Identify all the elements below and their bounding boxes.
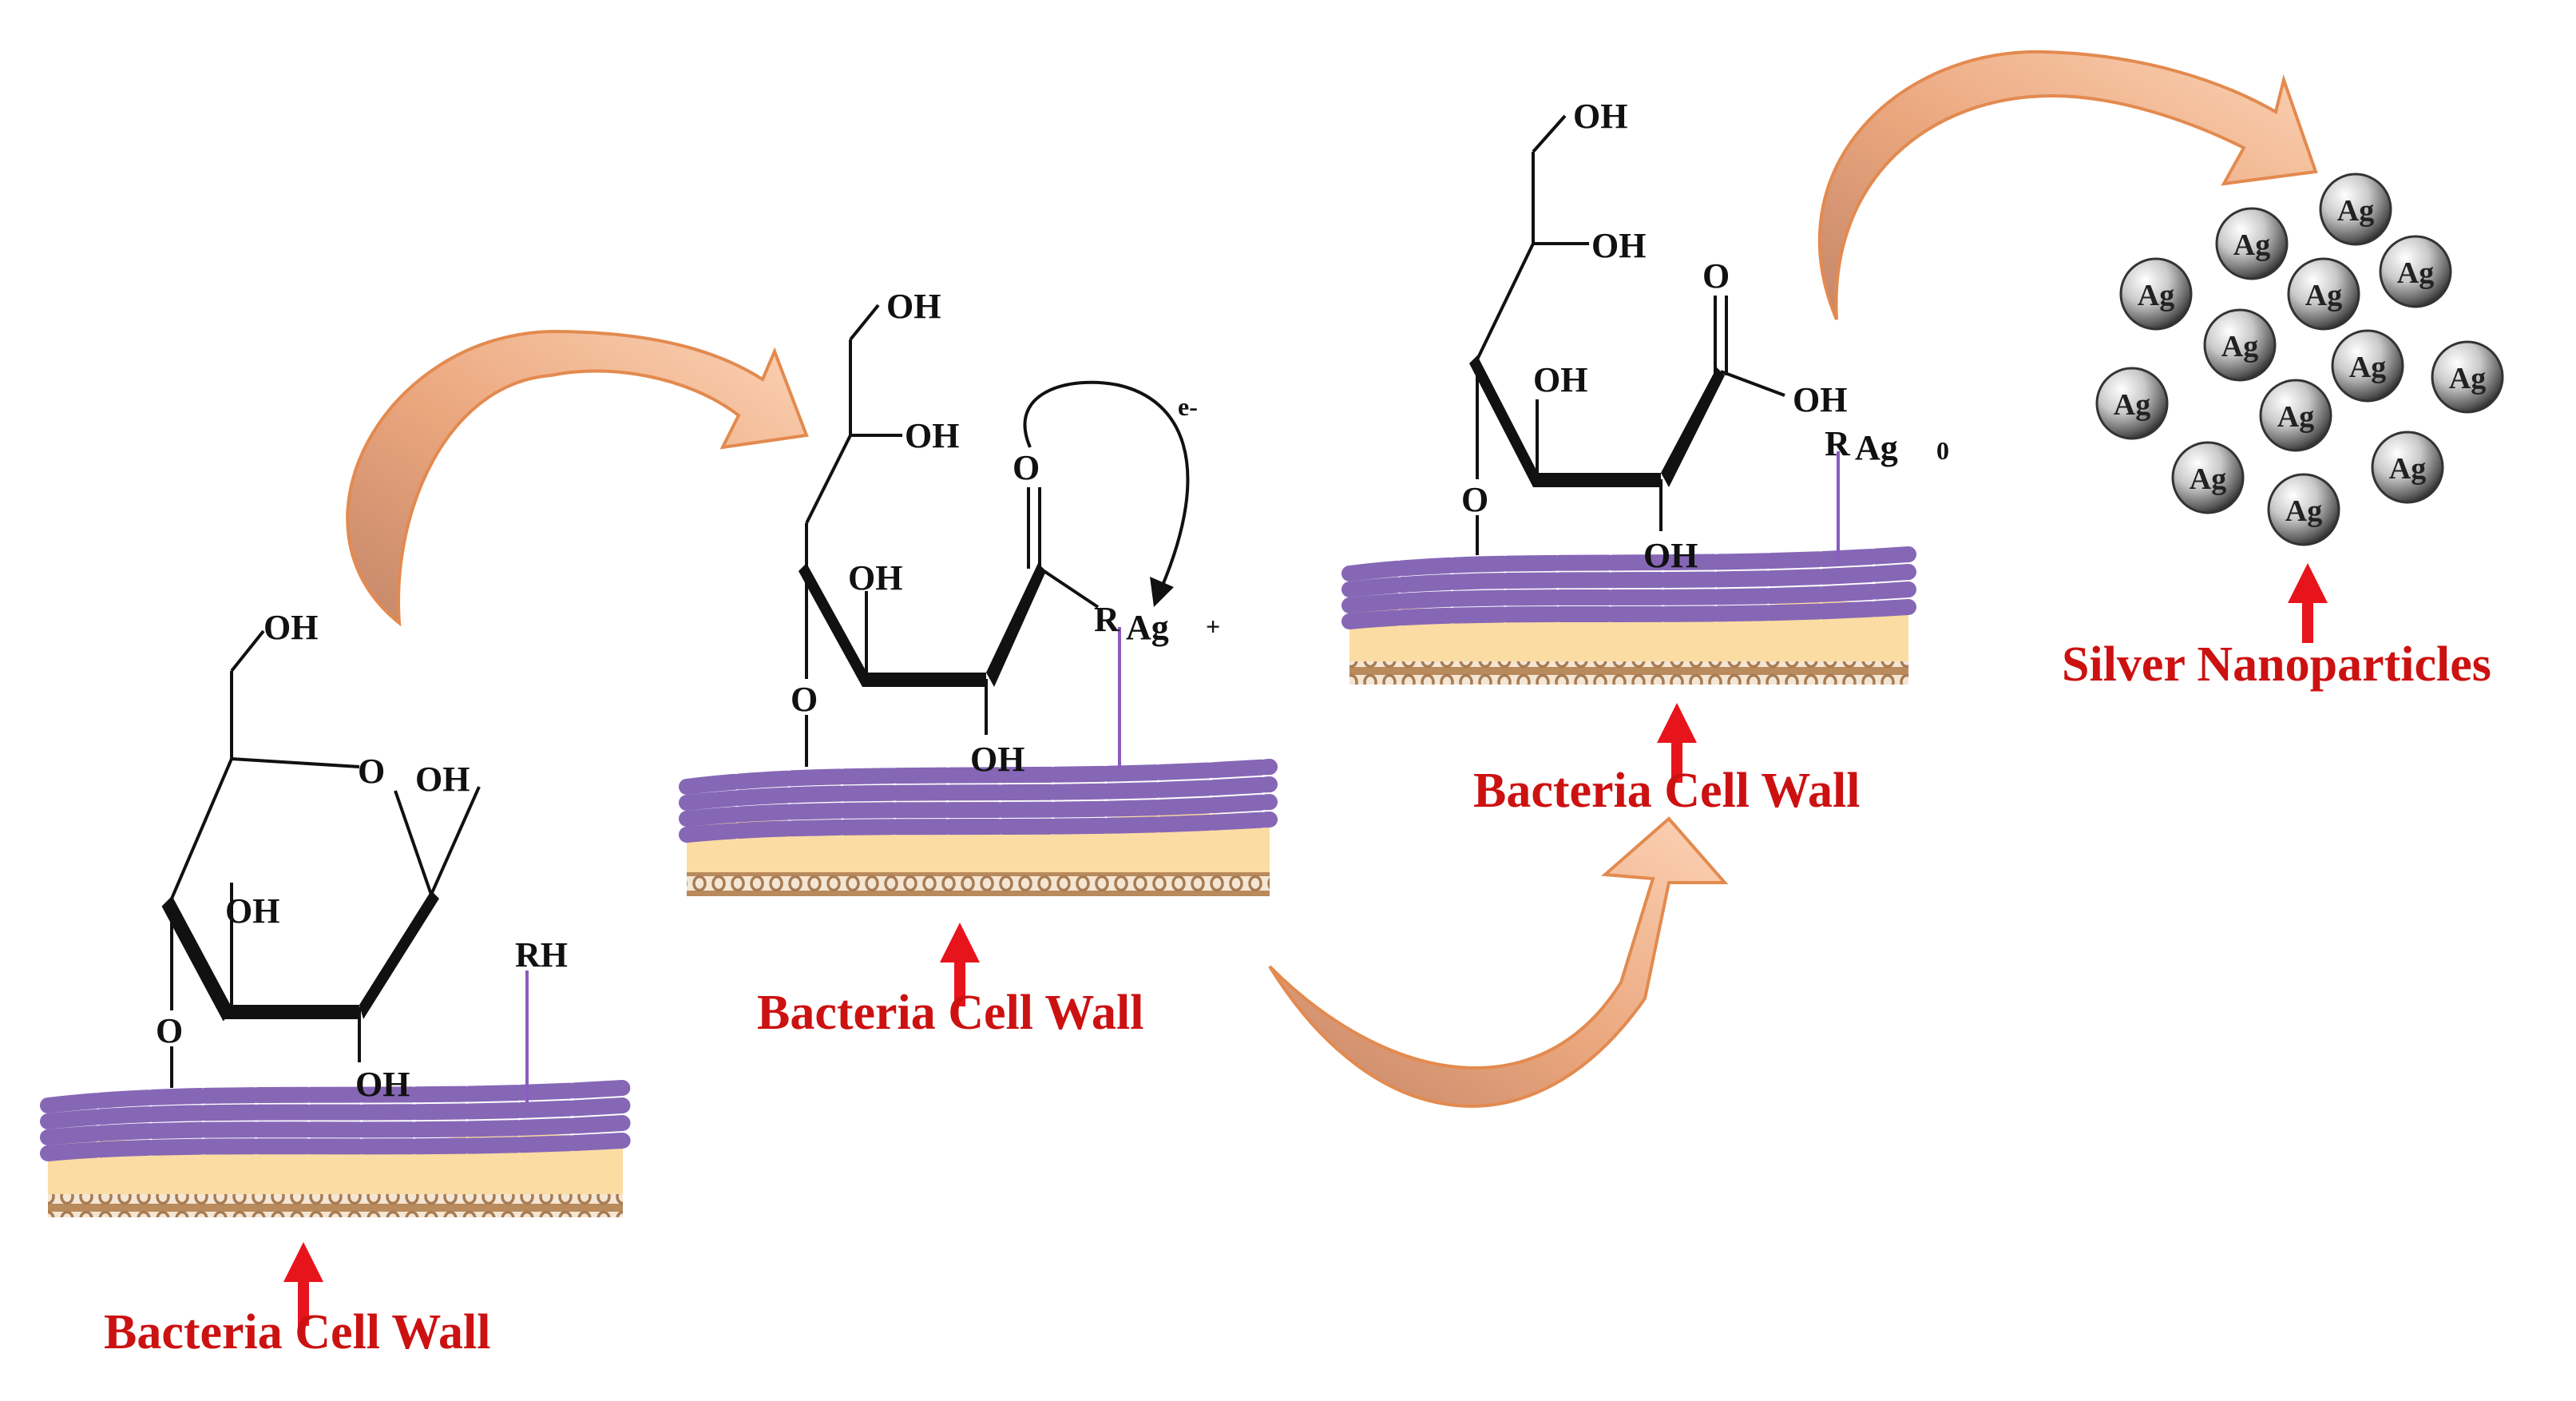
nanoparticle: Ag <box>2319 173 2392 246</box>
curved-arrow-1 <box>346 329 809 627</box>
stage-1: OH O OH OH OH O RH Bacteria Cell Wall <box>40 608 631 1359</box>
label-oh-mid-2: OH <box>905 416 959 455</box>
curved-arrow-2 <box>1268 816 1729 1108</box>
label-oh-ring1-3: OH <box>1533 360 1587 399</box>
label-rh: RH <box>515 935 568 974</box>
label-oh-ring1-2: OH <box>848 558 902 597</box>
nanoparticle: Ag <box>2431 340 2504 414</box>
label-o-link-2: O <box>791 680 818 719</box>
nanoparticle: Ag <box>2267 473 2340 546</box>
sugar-molecule-1 <box>161 629 529 1102</box>
label-oh-mid-3: OH <box>1591 226 1646 265</box>
svg-text:Ag: Ag <box>2397 256 2434 290</box>
label-o-carbonyl-2: O <box>1013 448 1040 487</box>
sugar-molecule-2 <box>799 304 1190 771</box>
label-oh-ch2: OH <box>264 608 318 647</box>
svg-text:Ag: Ag <box>2233 228 2270 262</box>
label-oh-ring2-2: OH <box>970 740 1024 779</box>
label-r-2: R <box>1094 600 1120 639</box>
label-ag-3: Ag <box>1855 428 1898 467</box>
svg-text:Ag: Ag <box>2285 494 2322 528</box>
label-oh-acid-3: OH <box>1793 380 1847 419</box>
nanoparticle: Ag <box>2119 257 2193 331</box>
svg-text:Ag: Ag <box>2190 462 2226 496</box>
label-oh-top-2: OH <box>886 287 941 326</box>
curved-arrow-3 <box>1818 50 2318 320</box>
red-arrow-2 <box>940 923 980 1006</box>
label-o-link: O <box>156 1011 183 1050</box>
nanoparticle: Ag <box>2379 235 2452 308</box>
red-arrow-3 <box>1657 703 1697 783</box>
caption-stage-1: Bacteria Cell Wall <box>104 1305 490 1359</box>
label-ag-2: Ag <box>1126 608 1169 647</box>
label-oh-top-3: OH <box>1573 97 1627 136</box>
stage-3: OH OH O OH OH OH O R Ag 0 Bacteria Cell … <box>1342 97 1949 818</box>
nanoparticle: Ag <box>2259 379 2332 452</box>
nanoparticle-cluster: Ag Ag Ag Ag Ag Ag Ag Ag Ag Ag Ag Ag Ag S… <box>2062 173 2504 692</box>
nanoparticle: Ag <box>2287 257 2360 331</box>
label-oh-c3: OH <box>225 891 279 931</box>
red-arrow-4 <box>2288 563 2328 643</box>
cell-wall-1 <box>40 1080 631 1217</box>
caption-nanoparticles: Silver Nanoparticles <box>2062 637 2491 692</box>
label-electron: e- <box>1178 392 1198 421</box>
label-oh-ring2-3: OH <box>1643 536 1698 575</box>
stage-2: OH OH O e- OH OH O R Ag + Bacteria Cell … <box>679 287 1278 1040</box>
label-o-link-3: O <box>1461 480 1488 519</box>
svg-text:Ag: Ag <box>2337 194 2374 228</box>
nanoparticle: Ag <box>2215 207 2289 280</box>
svg-text:Ag: Ag <box>2389 452 2426 486</box>
svg-text:Ag: Ag <box>2114 388 2150 422</box>
label-charge-3: 0 <box>1936 436 1949 465</box>
label-charge-2: + <box>1206 612 1220 641</box>
nanoparticle: Ag <box>2095 367 2169 440</box>
svg-text:Ag: Ag <box>2221 330 2258 363</box>
label-o-carbonyl-3: O <box>1702 256 1730 296</box>
label-oh-c1: OH <box>415 760 470 799</box>
red-arrow-1 <box>283 1242 323 1326</box>
nanoparticle: Ag <box>2171 441 2245 514</box>
label-o-ring: O <box>358 752 385 791</box>
nanoparticle: Ag <box>2203 308 2277 382</box>
label-r-3: R <box>1825 424 1851 463</box>
cell-wall-3 <box>1342 546 1916 685</box>
sugar-molecule-3 <box>1469 114 1840 559</box>
svg-text:Ag: Ag <box>2138 279 2174 312</box>
caption-stage-3: Bacteria Cell Wall <box>1473 764 1860 818</box>
nanoparticle: Ag <box>2371 431 2444 504</box>
nanoparticle: Ag <box>2331 329 2404 403</box>
svg-text:Ag: Ag <box>2449 362 2486 395</box>
svg-text:Ag: Ag <box>2277 400 2314 434</box>
svg-text:Ag: Ag <box>2349 351 2386 384</box>
caption-stage-2: Bacteria Cell Wall <box>757 986 1143 1040</box>
svg-text:Ag: Ag <box>2305 279 2342 312</box>
cell-wall-2 <box>679 759 1278 896</box>
label-oh-c2: OH <box>355 1065 410 1104</box>
